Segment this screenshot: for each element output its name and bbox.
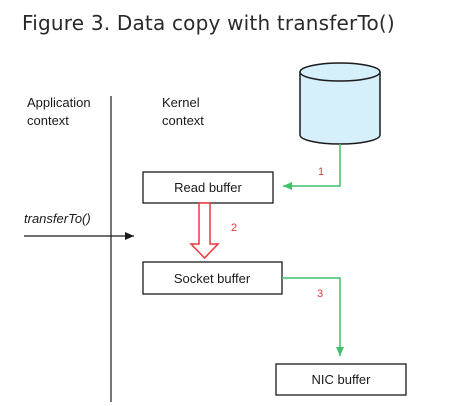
nic-buffer-box: NIC buffer: [275, 363, 407, 396]
figure-caption: Figure 3. Data copy with transferTo(): [22, 11, 395, 35]
kernel-context-label: Kernel context: [162, 95, 204, 128]
read-buffer-label: Read buffer: [174, 180, 242, 195]
kernel-context-line2: context: [162, 113, 204, 128]
socket-buffer-label: Socket buffer: [174, 271, 251, 286]
step-3-number: 3: [317, 288, 323, 300]
step-2-number: 2: [231, 222, 237, 234]
socket-buffer-box: Socket buffer: [142, 261, 283, 295]
dma-arrow-disk-to-read-buffer: [283, 144, 341, 190]
kernel-context-line1: Kernel: [162, 95, 200, 110]
read-buffer-box: Read buffer: [142, 171, 274, 204]
transfer-to-call-label: transferTo(): [24, 211, 91, 226]
disk-icon: [299, 62, 381, 145]
dma-arrow-socket-to-nic-buffer: [282, 277, 344, 356]
application-context-label: Application context: [27, 95, 94, 128]
application-context-line1: Application: [27, 95, 91, 110]
nic-buffer-label: NIC buffer: [311, 372, 371, 387]
step-1-number: 1: [318, 166, 324, 178]
application-context-line2: context: [27, 113, 69, 128]
cpu-copy-arrow-read-to-socket: [189, 202, 220, 260]
